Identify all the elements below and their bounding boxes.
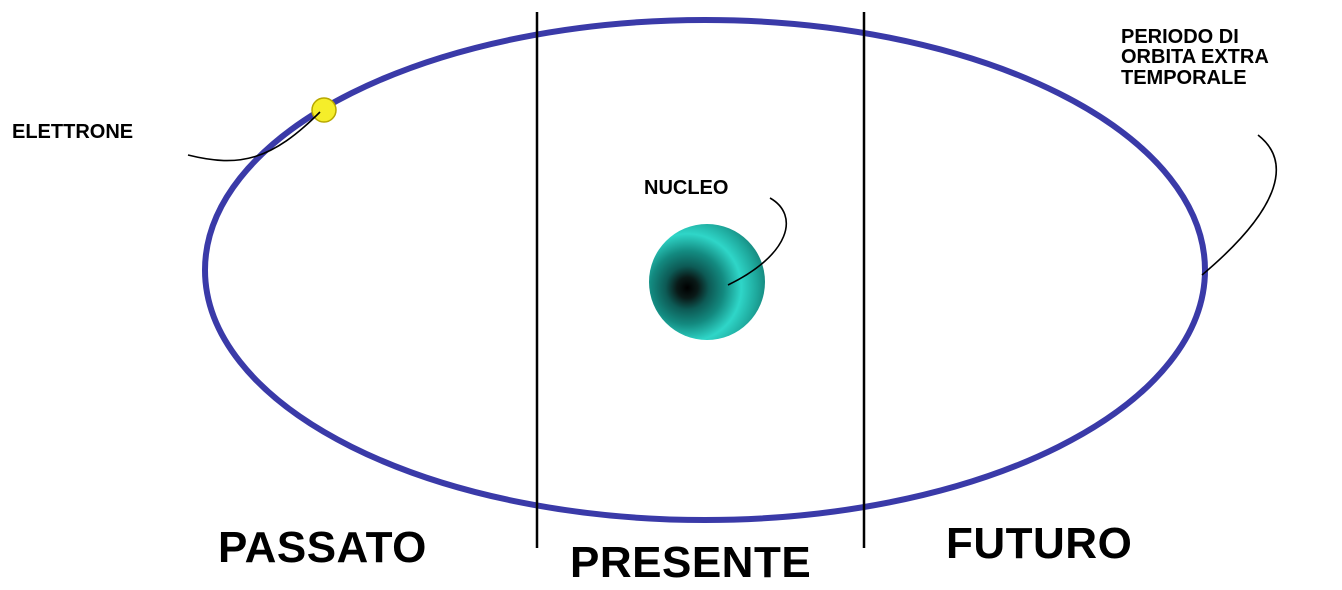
orbit-leader-line <box>1201 134 1278 276</box>
nucleus <box>649 224 765 340</box>
orbit-label: PERIODO DI ORBITA EXTRA TEMPORALE <box>1121 26 1341 89</box>
electron <box>311 97 337 123</box>
nucleus-label: NUCLEO <box>644 177 729 199</box>
nucleus-leader-line <box>727 197 787 286</box>
orbit-label-line: ORBITA EXTRA <box>1121 46 1269 69</box>
present-label: PRESENTE <box>570 538 812 587</box>
orbit-label-line: PERIODO DI <box>1121 26 1239 48</box>
orbit-label-line: TEMPORALE <box>1121 66 1247 89</box>
orbit-ellipse <box>202 17 1208 523</box>
electron-label: ELETTRONE <box>12 121 134 143</box>
past-label: PASSATO <box>218 523 427 572</box>
future-label: FUTURO <box>946 519 1133 568</box>
electron-leader-line <box>187 111 321 162</box>
